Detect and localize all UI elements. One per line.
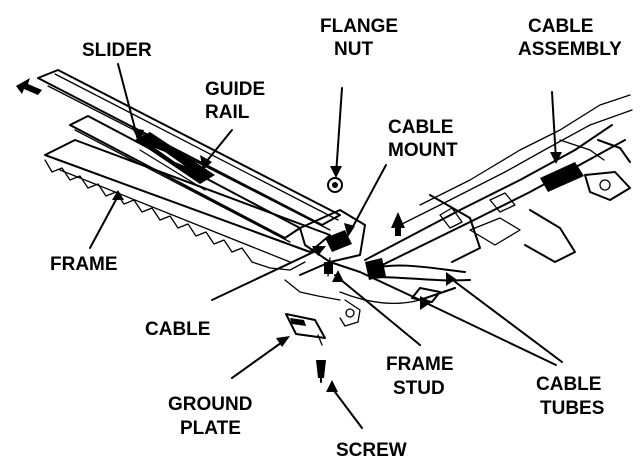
leader-lines	[89, 63, 563, 429]
label-cable-tubes-line2: TUBES	[540, 398, 604, 419]
label-frame-stud-line1: FRAME	[386, 354, 454, 375]
label-frame: FRAME	[50, 254, 118, 275]
cable-mount-drawing	[299, 177, 366, 277]
label-cable-mount-line2: MOUNT	[388, 140, 458, 161]
ground-plate-drawing	[285, 313, 326, 383]
label-slider: SLIDER	[82, 40, 152, 61]
label-cable-tubes-line1: CABLE	[536, 374, 601, 395]
cable-tubes-drawing	[339, 258, 471, 304]
label-cable-assembly-line1: CABLE	[528, 16, 593, 37]
label-ground-plate-line2: PLATE	[180, 418, 241, 439]
label-cable-assembly-line2: ASSEMBLY	[518, 39, 622, 60]
label-guide-rail-line2: RAIL	[205, 102, 250, 123]
label-cable: CABLE	[145, 319, 210, 340]
frame-drawing	[44, 139, 456, 327]
label-flange-nut-line1: FLANGE	[320, 16, 398, 37]
label-ground-plate-line1: GROUND	[168, 394, 252, 415]
label-frame-stud-line2: STUD	[393, 378, 445, 399]
label-flange-nut-line2: NUT	[334, 39, 373, 60]
cable-assembly-drawing	[364, 94, 633, 271]
label-screw: SCREW	[336, 440, 407, 461]
direction-arrow-up	[391, 212, 405, 236]
label-guide-rail-line1: GUIDE	[205, 79, 265, 100]
label-cable-mount-line1: CABLE	[388, 117, 453, 138]
slider-drawing	[135, 132, 215, 191]
labels: SLIDER GUIDE RAIL FLANGE NUT CABLE ASSEM…	[50, 16, 622, 461]
